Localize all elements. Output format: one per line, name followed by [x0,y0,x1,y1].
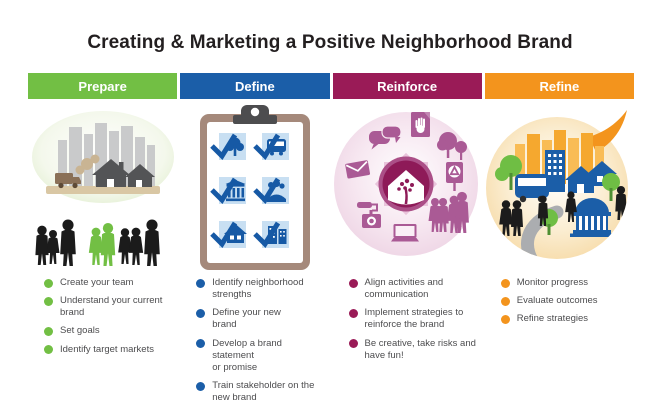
phase-header-row: Prepare Define Reinforce Refine [28,73,634,99]
building-icon [544,150,565,192]
bullet-dot [44,296,53,306]
list-item: Monitor progress [500,277,630,289]
list-item: Develop a brand statement or promise [196,338,325,374]
refine-illustration [485,100,634,274]
list-item: Train stakeholder on the new brand [196,380,325,404]
ground [46,186,161,194]
prepare-scene [32,111,175,266]
bullet-dot [44,326,53,336]
bullet-dot [196,381,206,391]
clipboard-icon [200,105,311,270]
list-item: Be creative, take risks and have fun! [348,338,478,362]
prepare-illustration [28,100,177,274]
poster-hand-icon [410,112,430,137]
bullet-dot [348,308,358,318]
bullet-dot [348,339,358,349]
bullet-dot [44,345,53,355]
reinforce-illustration [333,100,482,274]
list-item: Identify target markets [44,344,173,356]
recycle-sign-icon [445,162,463,191]
neighborhood-emblem-icon [374,152,437,216]
bullet-dot [196,278,206,288]
bullet-dot [500,296,510,306]
list-item: Understand your current brand [44,295,173,319]
list-item: Create your team [44,277,173,289]
bullet-dot [348,278,358,288]
define-clipboard [200,105,311,270]
moving-truck-icon [55,173,82,189]
reinforce-circle [333,112,478,256]
refine-bullet-list: Monitor progress Evaluate outcomes Refin… [485,277,634,409]
rotunda-icon [569,198,614,237]
bullet-dot [500,278,510,288]
list-item: Evaluate outcomes [500,295,630,307]
bullet-lists-row: Create your team Understand your current… [28,277,634,409]
column-header-reinforce: Reinforce [332,73,482,99]
prepare-bullet-list: Create your team Understand your current… [28,277,177,409]
bullet-dot [500,314,510,324]
houses-icon [92,159,156,187]
progress-arrow-icon [588,110,627,152]
bullet-dot [44,278,53,288]
reinforce-bullet-list: Align activities and communication Imple… [333,277,482,409]
smoke [75,154,100,175]
define-bullet-list: Identify neighborhood strengths Define y… [180,277,329,409]
list-item: Define your new brand [196,307,325,331]
trees-icon [494,155,620,201]
paint-roller-camera-icon [356,202,381,228]
list-item: Set goals [44,325,173,337]
team-silhouettes-icon [35,219,160,266]
column-header-prepare: Prepare [28,73,178,99]
list-item: Implement strategies to reinforce the br… [348,307,478,331]
bullet-dot [196,308,206,318]
column-header-refine: Refine [484,73,634,99]
page-title: Creating & Marketing a Positive Neighbor… [87,32,573,53]
illustration-row [28,100,634,274]
list-item: Identify neighborhood strengths [196,277,325,301]
speech-bubbles-icon [368,125,402,150]
list-item: Align activities and communication [348,277,478,301]
list-item: Refine strategies [500,313,630,325]
column-header-define: Define [180,73,330,99]
tree-icon [226,137,245,156]
trees-icon [436,132,467,160]
envelope-icon [344,160,370,179]
bullet-dot [196,339,206,349]
checkmark-icons [210,133,281,248]
laptop-icon [390,224,419,242]
refine-circle [485,110,628,259]
define-illustration [180,100,329,274]
